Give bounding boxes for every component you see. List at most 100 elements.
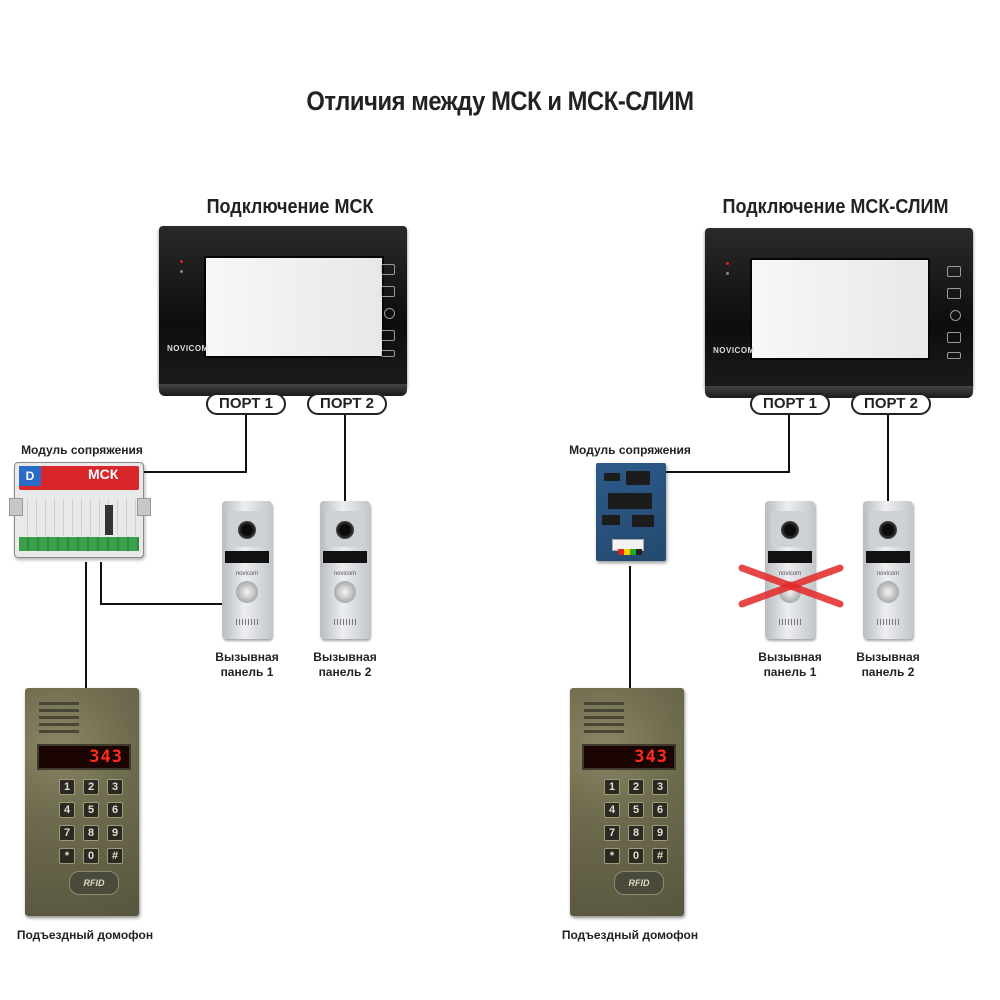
keypad-key[interactable]: 9 bbox=[652, 825, 668, 841]
keypad-key[interactable]: 5 bbox=[83, 802, 99, 818]
key-icon[interactable] bbox=[381, 330, 395, 341]
monitor-screen bbox=[750, 258, 930, 360]
keypad-key[interactable]: # bbox=[107, 848, 123, 864]
module-label-right: Модуль сопряжения bbox=[569, 443, 691, 457]
call-panel-1-left: novicom bbox=[222, 501, 272, 639]
keypad-key[interactable]: 2 bbox=[628, 779, 644, 795]
video-monitor-left: NOVICOM bbox=[159, 226, 407, 396]
intercom-icon[interactable] bbox=[947, 266, 961, 277]
port-1-label-left: ПОРТ 1 bbox=[206, 393, 286, 415]
wire-port1-to-msk bbox=[142, 414, 247, 473]
unsupported-cross-icon bbox=[738, 564, 844, 608]
keypad-key[interactable]: 7 bbox=[604, 825, 620, 841]
keypad-key[interactable]: 8 bbox=[83, 825, 99, 841]
msk-badge: МСК bbox=[88, 466, 119, 482]
status-led bbox=[180, 270, 183, 273]
keypad-key[interactable]: 3 bbox=[652, 779, 668, 795]
hangup-icon[interactable] bbox=[947, 352, 961, 359]
key-icon[interactable] bbox=[947, 332, 961, 343]
power-led bbox=[726, 262, 729, 265]
keypad-key[interactable]: 8 bbox=[628, 825, 644, 841]
keypad-key[interactable]: 2 bbox=[83, 779, 99, 795]
intercom-display: 343 bbox=[582, 744, 676, 770]
keypad-key[interactable]: # bbox=[652, 848, 668, 864]
camera-lens-icon bbox=[336, 521, 354, 539]
port-2-label-left: ПОРТ 2 bbox=[307, 393, 387, 415]
module-label-left: Модуль сопряжения bbox=[21, 443, 143, 457]
call-panel-1-right-disabled: novicom bbox=[765, 501, 815, 639]
keypad-key[interactable]: 4 bbox=[604, 802, 620, 818]
keypad-key[interactable]: 6 bbox=[652, 802, 668, 818]
call-panel-brand: novicom bbox=[333, 571, 357, 577]
keypad-key[interactable]: 4 bbox=[59, 802, 75, 818]
monitor-brand-logo: NOVICOM bbox=[713, 346, 755, 355]
panel-2-label-right: Вызывная панель 2 bbox=[843, 650, 933, 680]
keypad-key[interactable]: 6 bbox=[107, 802, 123, 818]
panel-1-label-line2: панель 1 bbox=[763, 665, 817, 679]
call-button[interactable] bbox=[877, 581, 899, 603]
rfid-reader-icon: RFID bbox=[614, 871, 664, 895]
phone-icon[interactable] bbox=[950, 310, 961, 321]
daxis-logo: D bbox=[19, 466, 41, 486]
terminal-block bbox=[19, 537, 139, 551]
msk-slim-module bbox=[596, 463, 666, 561]
user-icon[interactable] bbox=[381, 286, 395, 297]
panel-2-label-line2: панель 2 bbox=[318, 665, 372, 679]
keypad-key[interactable]: 1 bbox=[59, 779, 75, 795]
wire-msk-to-panel1 bbox=[100, 562, 223, 605]
camera-lens-icon bbox=[781, 521, 799, 539]
section-title-msk: Подключение МСК bbox=[206, 196, 374, 218]
intercom-icon[interactable] bbox=[381, 264, 395, 275]
monitor-screen bbox=[204, 256, 384, 358]
call-panel-brand: novicom bbox=[876, 571, 900, 577]
call-panel-brand: novicom bbox=[235, 571, 259, 577]
hangup-icon[interactable] bbox=[381, 350, 395, 357]
monitor-brand-logo: NOVICOM bbox=[167, 344, 209, 353]
phone-icon[interactable] bbox=[384, 308, 395, 319]
call-panel-2-left: novicom bbox=[320, 501, 370, 639]
status-led bbox=[726, 272, 729, 275]
call-panel-brand: novicom bbox=[778, 571, 802, 577]
camera-lens-icon bbox=[879, 521, 897, 539]
power-led bbox=[180, 260, 183, 263]
keypad-key[interactable]: * bbox=[59, 848, 75, 864]
msk-interface-module: D МСК bbox=[9, 462, 151, 558]
keypad-key[interactable]: 0 bbox=[83, 848, 99, 864]
intercom-label-right: Подъездный домофон bbox=[561, 928, 699, 942]
panel-1-label-left: Вызывная панель 1 bbox=[202, 650, 292, 680]
call-button[interactable] bbox=[334, 581, 356, 603]
keypad-key[interactable]: 7 bbox=[59, 825, 75, 841]
call-panel-2-right: novicom bbox=[863, 501, 913, 639]
keypad-key[interactable]: * bbox=[604, 848, 620, 864]
keypad-key[interactable]: 0 bbox=[628, 848, 644, 864]
user-icon[interactable] bbox=[947, 288, 961, 299]
panel-2-label-line1: Вызывная bbox=[856, 650, 920, 664]
keypad-key[interactable]: 5 bbox=[628, 802, 644, 818]
panel-1-label-right: Вызывная панель 1 bbox=[745, 650, 835, 680]
page-title: Отличия между МСК и МСК-СЛИМ bbox=[306, 86, 694, 116]
rfid-reader-icon: RFID bbox=[69, 871, 119, 895]
panel-1-label-line2: панель 1 bbox=[220, 665, 274, 679]
port-2-label-right: ПОРТ 2 bbox=[851, 393, 931, 415]
panel-2-label-left: Вызывная панель 2 bbox=[300, 650, 390, 680]
keypad-key[interactable]: 3 bbox=[107, 779, 123, 795]
keypad-key[interactable]: 9 bbox=[107, 825, 123, 841]
intercom-label-left: Подъездный домофон bbox=[16, 928, 154, 942]
panel-2-label-line1: Вызывная bbox=[313, 650, 377, 664]
panel-1-label-line1: Вызывная bbox=[215, 650, 279, 664]
wire-port1-to-slim bbox=[666, 414, 790, 473]
camera-lens-icon bbox=[238, 521, 256, 539]
panel-2-label-line2: панель 2 bbox=[861, 665, 915, 679]
section-title-msk-slim: Подключение МСК-СЛИМ bbox=[722, 196, 949, 218]
intercom-display: 343 bbox=[37, 744, 131, 770]
call-button[interactable] bbox=[236, 581, 258, 603]
keypad-key[interactable]: 1 bbox=[604, 779, 620, 795]
panel-1-label-line1: Вызывная bbox=[758, 650, 822, 664]
port-1-label-right: ПОРТ 1 bbox=[750, 393, 830, 415]
video-monitor-right: NOVICOM bbox=[705, 228, 973, 398]
